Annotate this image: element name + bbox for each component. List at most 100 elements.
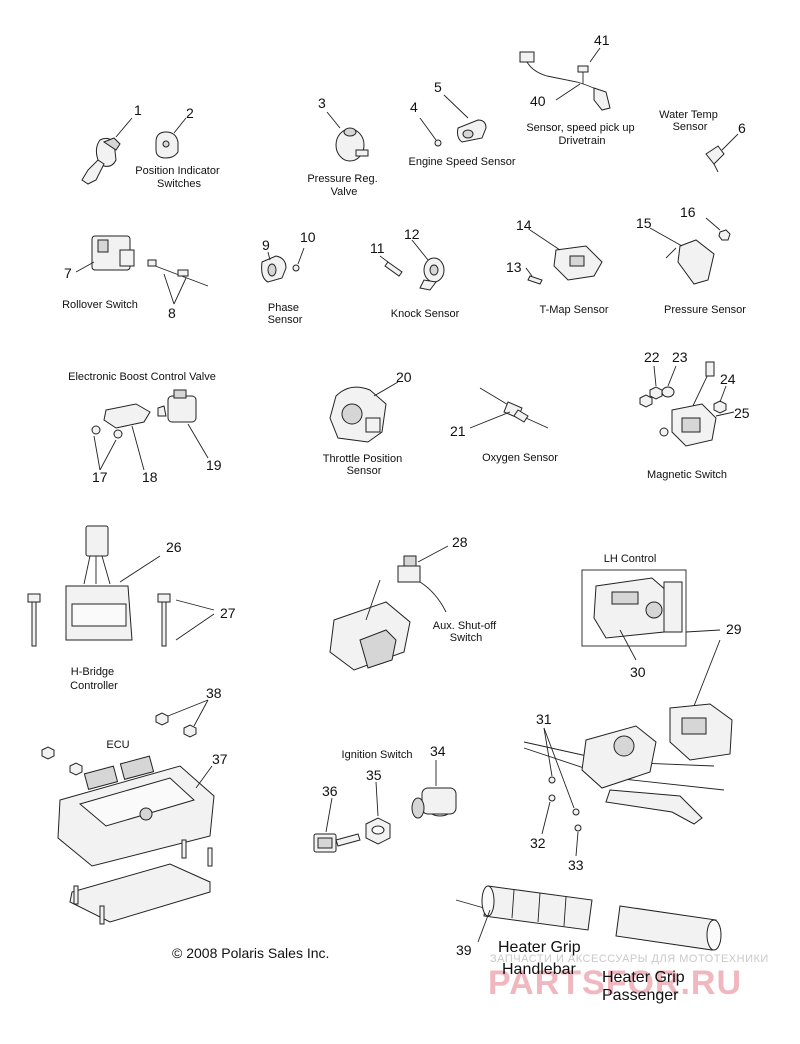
part-number-30: 30 xyxy=(630,664,646,680)
part-4-screw xyxy=(419,117,442,147)
part-17-screws xyxy=(91,425,123,471)
part-number-9: 9 xyxy=(262,237,270,253)
part-15-pressure-sensor xyxy=(649,227,715,285)
part-number-16: 16 xyxy=(680,204,696,220)
part-19-boost-valve xyxy=(157,389,209,459)
part-6-water-temp-sensor xyxy=(705,133,739,173)
label-boost-valve: Electronic Boost Control Valve xyxy=(68,371,216,383)
part-number-13: 13 xyxy=(506,259,522,275)
label-magnetic: Magnetic Switch xyxy=(647,469,727,481)
part-2-position-switch xyxy=(155,117,187,159)
part-40-speed-pickup-harness xyxy=(519,51,611,111)
label-position-indicator: Position Indicator Switches xyxy=(135,165,222,190)
part-9-phase-sensor xyxy=(261,251,287,283)
copyright: © 2008 Polaris Sales Inc. xyxy=(172,945,329,961)
label-pressure-reg: Pressure Reg. Valve xyxy=(307,173,380,198)
part-number-38: 38 xyxy=(206,685,222,701)
part-number-21: 21 xyxy=(450,423,466,439)
part-number-4: 4 xyxy=(410,99,418,115)
label-throttle-position: Throttle Position Sensor xyxy=(323,453,406,477)
part-number-26: 26 xyxy=(166,539,182,555)
part-28-aux-shutoff-switch xyxy=(329,545,449,671)
part-number-3: 3 xyxy=(318,95,326,111)
part-22-nut xyxy=(639,365,663,408)
part-38-nuts xyxy=(41,699,209,776)
part-number-25: 25 xyxy=(734,405,750,421)
part-11-screw xyxy=(379,255,403,277)
part-number-8: 8 xyxy=(168,305,176,321)
part-number-37: 37 xyxy=(212,751,228,767)
label-heater-handlebar-line2: Handlebar xyxy=(502,961,577,978)
part-number-18: 18 xyxy=(142,469,158,485)
part-number-32: 32 xyxy=(530,835,546,851)
part-number-17: 17 xyxy=(92,469,108,485)
part-29-lh-control-assembly xyxy=(523,703,733,825)
label-ecu: ECU xyxy=(106,739,129,751)
part-number-12: 12 xyxy=(404,226,420,242)
part-3-pressure-reg-valve xyxy=(326,111,369,162)
leader-29 xyxy=(685,629,721,633)
part-number-15: 15 xyxy=(636,215,652,231)
part-number-35: 35 xyxy=(366,767,382,783)
part-7-rollover-switch xyxy=(75,235,135,273)
part-39-heater-grip-passenger xyxy=(615,905,722,951)
label-water-temp: Water Temp Sensor xyxy=(659,109,721,133)
part-number-29: 29 xyxy=(726,621,742,637)
part-35-nut xyxy=(365,781,391,845)
label-pressure-sensor: Pressure Sensor xyxy=(664,304,746,316)
leader-29-b xyxy=(693,639,721,707)
part-20-throttle-position-sensor xyxy=(329,381,399,443)
part-34-ignition-switch xyxy=(411,760,457,819)
part-26-hbridge-controller xyxy=(65,525,161,641)
label-oxygen: Oxygen Sensor xyxy=(482,452,558,464)
part-number-23: 23 xyxy=(672,349,688,365)
part-8-pins xyxy=(147,259,209,305)
part-37-ecu xyxy=(57,755,215,925)
part-number-1: 1 xyxy=(134,102,142,118)
part-number-31: 31 xyxy=(536,711,552,727)
part-number-14: 14 xyxy=(516,217,532,233)
part-39-heater-grip-handlebar xyxy=(455,885,593,943)
part-18-bracket xyxy=(103,403,151,471)
part-41-bolt xyxy=(577,47,601,84)
part-number-22: 22 xyxy=(644,349,660,365)
part-number-34: 34 xyxy=(430,743,446,759)
part-1-position-switch xyxy=(81,117,133,185)
part-number-24: 24 xyxy=(720,371,736,387)
part-30-lh-control xyxy=(581,569,687,661)
label-speed-pickup: Sensor, speed pick up Drivetrain xyxy=(526,122,637,147)
part-number-19: 19 xyxy=(206,457,222,473)
part-number-5: 5 xyxy=(434,79,442,95)
part-27-bolts xyxy=(27,593,215,647)
part-36-key xyxy=(313,797,361,853)
label-lh-control: LH Control xyxy=(604,553,657,565)
part-number-40: 40 xyxy=(530,93,546,109)
part-number-33: 33 xyxy=(568,857,584,873)
watermark-brand: PARTSFOR.RU xyxy=(488,964,742,1002)
part-number-2: 2 xyxy=(186,105,194,121)
part-24-nut xyxy=(713,385,727,414)
part-31-32-33-screws xyxy=(541,727,582,857)
part-13-screw xyxy=(525,267,543,285)
part-number-6: 6 xyxy=(738,120,746,136)
part-16-nut xyxy=(705,217,731,241)
part-10-screw xyxy=(292,247,305,272)
part-number-41: 41 xyxy=(594,32,610,48)
label-aux-shutoff: Aux. Shut-off Switch xyxy=(433,620,499,644)
label-heater-passenger-line2: Passenger xyxy=(602,987,679,1004)
label-knock: Knock Sensor xyxy=(391,308,460,320)
part-25-magnetic-switch xyxy=(659,361,735,447)
part-number-36: 36 xyxy=(322,783,338,799)
label-ignition: Ignition Switch xyxy=(342,749,413,761)
part-number-39: 39 xyxy=(456,942,472,958)
label-heater-passenger-line1: Heater Grip xyxy=(602,969,685,986)
part-number-11: 11 xyxy=(370,240,385,256)
label-rollover: Rollover Switch xyxy=(62,299,138,311)
part-number-10: 10 xyxy=(300,229,316,245)
part-number-27: 27 xyxy=(220,605,236,621)
part-5-engine-speed-sensor xyxy=(443,94,487,143)
part-21-oxygen-sensor xyxy=(469,387,549,429)
label-engine-speed: Engine Speed Sensor xyxy=(408,156,515,168)
watermark-top: ЗАПЧАСТИ И АКСЕССУАРЫ ДЛЯ МОТОТЕХНИКИ xyxy=(490,953,769,965)
